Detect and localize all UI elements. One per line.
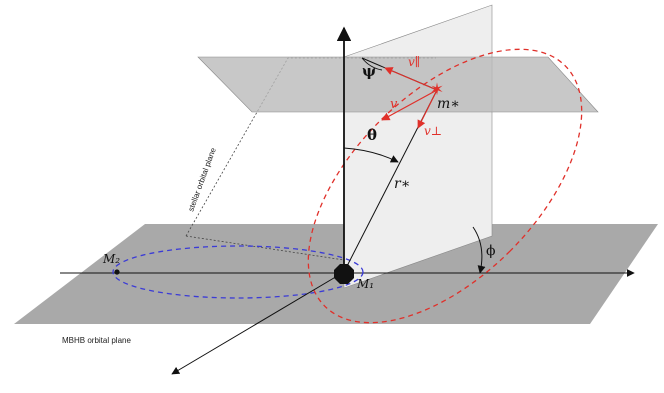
theta-label: θ [367,126,377,144]
r-star-label: r∗ [394,176,410,192]
upper-reference-plane [197,56,599,113]
phi-label: ϕ [486,243,496,259]
stellar-plane-label: stellar orbital plane [186,146,218,213]
mbhb-plane-label: MBHB orbital plane [62,336,131,345]
phi-arc [472,226,486,274]
octagon-icon [334,264,354,284]
stellar-plane-dotted-edge-lower [185,235,345,261]
velocity-parallel-vector [384,67,438,91]
m-star-label: m∗ [437,96,460,112]
m1-label: M₁ [356,277,374,291]
stellar-orbit [307,48,583,324]
v-parallel-label: v∥ [408,55,420,69]
psi-label: ψ [362,62,376,80]
mbhb-orbit [112,245,364,299]
v-label: v [390,97,398,112]
star-icon: ✶ [430,80,444,100]
theta-arc [343,147,399,163]
m2-dot [114,269,120,275]
v-perp-label: v⊥ [424,124,442,138]
m2-label: M₂ [102,252,120,266]
psi-arc [361,57,383,71]
velocity-vector [381,89,438,121]
velocity-perp-vector [417,89,438,129]
y-axis [171,271,345,375]
